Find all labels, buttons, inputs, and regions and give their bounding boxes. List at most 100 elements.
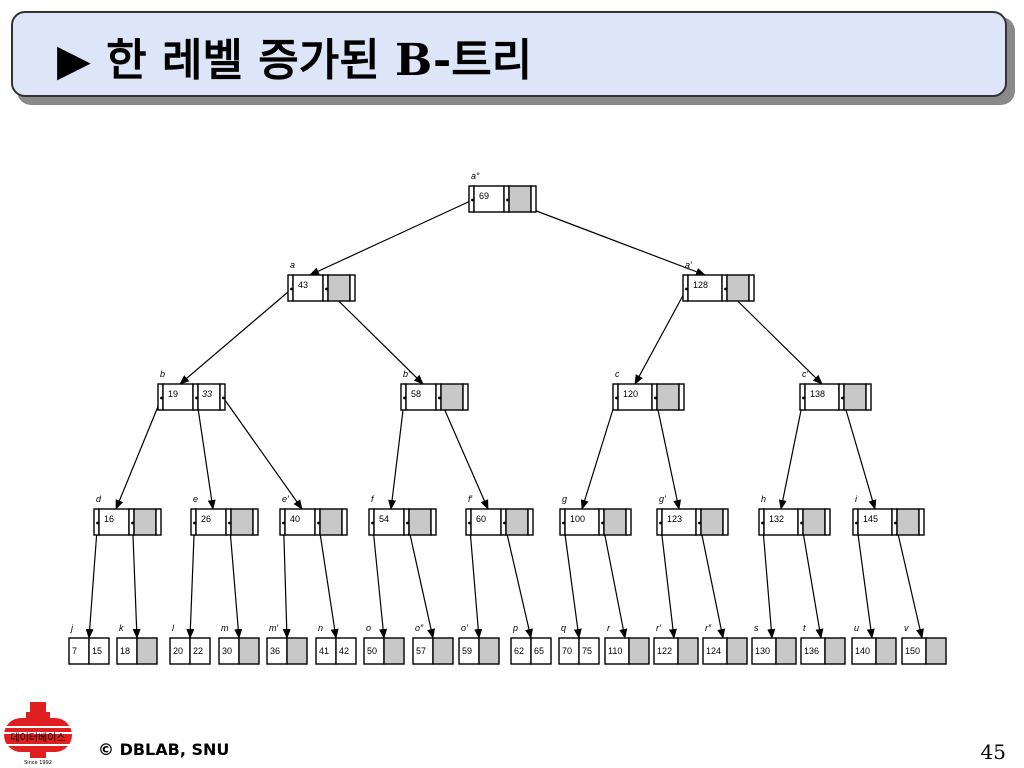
- edge-f-o: [371, 522, 388, 639]
- node-label: d: [96, 494, 102, 504]
- tree-node-m1: m′36: [266, 623, 308, 665]
- edge-g1-r2: [698, 522, 726, 639]
- tree-node-f: f54: [368, 494, 437, 536]
- leaf-key: 59: [462, 646, 472, 656]
- empty-key-cell: [408, 508, 432, 536]
- node-label: o″: [415, 623, 424, 633]
- pointer-slot: [527, 508, 534, 536]
- node-key: 123: [667, 514, 682, 524]
- title-banner: ▶ 한 레벨 증가된 B-트리: [11, 11, 1007, 97]
- node-label: l: [172, 623, 175, 633]
- node-label: t: [803, 623, 806, 633]
- edge-i-v: [894, 522, 924, 639]
- edge-d-j: [85, 522, 99, 639]
- node-label: a′: [685, 260, 692, 270]
- node-label: p: [512, 623, 518, 633]
- leaf-key-cell: [604, 637, 630, 665]
- edge-e-l: [186, 522, 196, 639]
- pointer-dot: [855, 521, 858, 525]
- pointer-dot: [325, 287, 328, 291]
- tree-node-m: m30: [218, 623, 260, 665]
- node-key: 58: [411, 389, 421, 399]
- node-label: h: [761, 494, 766, 504]
- node-label: j: [70, 623, 74, 633]
- node-label: m′: [269, 623, 278, 633]
- edge-i-u: [855, 522, 875, 639]
- leaf-key-cell: [335, 637, 357, 665]
- node-key: 145: [863, 514, 878, 524]
- key-cell: [373, 508, 405, 536]
- title-korean: 한 레벨 증가된: [90, 35, 395, 86]
- tree-node-i: i 145: [852, 494, 925, 536]
- node-key: 128: [693, 280, 708, 290]
- pointer-dot: [802, 396, 805, 400]
- pointer-dot: [290, 287, 293, 291]
- leaf-empty-cell: [478, 637, 500, 665]
- pointer-dot: [685, 287, 688, 291]
- edge-c-g: [580, 397, 618, 510]
- node-key: 132: [769, 514, 784, 524]
- node-key: 26: [201, 514, 211, 524]
- node-label: a: [290, 260, 295, 270]
- node-key: 16: [104, 514, 114, 524]
- edge-e-m: [228, 522, 243, 639]
- pointer-slot: [349, 274, 356, 302]
- leaf-key: 22: [193, 646, 203, 656]
- tree-node-a0: a°69: [468, 171, 537, 213]
- leaf-key: 50: [367, 646, 377, 656]
- node-label: r: [607, 623, 611, 633]
- leaf-key: 41: [319, 646, 329, 656]
- title-arrow-icon: ▶: [57, 35, 91, 86]
- node-label: c′: [802, 369, 809, 379]
- edge-a0-a1: [507, 199, 706, 276]
- node-label: n: [318, 623, 323, 633]
- pointer-dot: [761, 521, 764, 525]
- edge-g1-r1: [659, 522, 677, 639]
- pointer-dot: [317, 521, 320, 525]
- node-label: k: [119, 623, 124, 633]
- leaf-key: 57: [416, 646, 426, 656]
- node-label: b: [160, 369, 165, 379]
- tree-node-a1: a′128: [682, 260, 755, 302]
- tree-node-o1: o′59: [458, 623, 500, 665]
- edge-h-s: [761, 522, 776, 639]
- empty-key-cell: [843, 383, 867, 411]
- empty-key-cell: [896, 508, 920, 536]
- pointer-slot: [748, 274, 755, 302]
- empty-key-cell: [656, 383, 680, 411]
- key-cell: [617, 383, 653, 411]
- title-suffix: 트리: [451, 35, 533, 86]
- empty-key-cell: [508, 185, 532, 213]
- node-label: e: [193, 494, 198, 504]
- pointer-slot: [155, 508, 162, 536]
- leaf-empty-cell: [238, 637, 260, 665]
- empty-key-cell: [440, 383, 464, 411]
- tree-node-r1: r′122: [653, 623, 699, 665]
- node-label: i: [855, 494, 858, 504]
- pointer-dot: [601, 521, 604, 525]
- pointer-slot: [341, 508, 348, 536]
- node-label: f: [371, 494, 375, 504]
- empty-key-cell: [230, 508, 254, 536]
- leaf-empty-cell: [628, 637, 650, 665]
- tree-node-g1: g′123: [656, 494, 729, 536]
- leaf-key: 110: [608, 646, 622, 656]
- edge-f1-p: [503, 522, 533, 639]
- empty-key-cell: [505, 508, 529, 536]
- edge-b-e1: [223, 397, 303, 510]
- empty-key-cell: [133, 508, 157, 536]
- pointer-dot: [800, 521, 803, 525]
- pointer-dot: [841, 396, 844, 400]
- leaf-key: 70: [562, 646, 572, 656]
- leaf-key-cell: [530, 637, 552, 665]
- pointer-slot: [219, 383, 226, 411]
- key-cell: [473, 185, 505, 213]
- pointer-slot: [918, 508, 925, 536]
- pointer-slot: [722, 508, 729, 536]
- node-label: s: [754, 623, 759, 633]
- page-title: ▶ 한 레벨 증가된 B-트리: [57, 39, 532, 83]
